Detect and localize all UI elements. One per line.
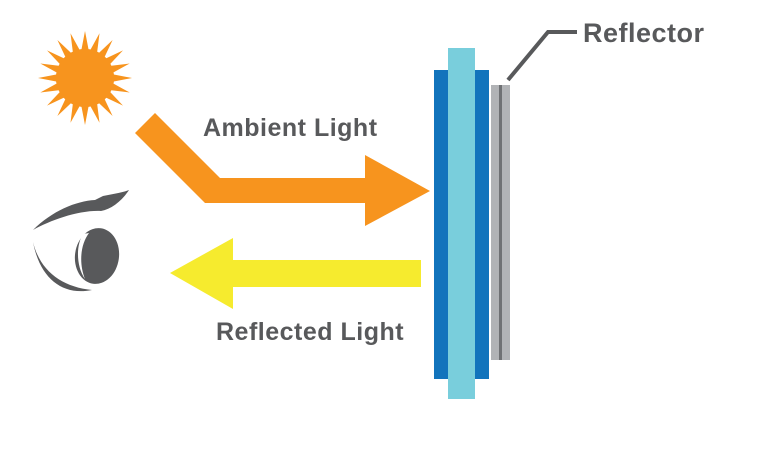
display-stack-cyan-layer	[448, 48, 475, 399]
sun-rays	[38, 31, 132, 125]
reflector-layer-seam	[499, 85, 502, 360]
eye-icon	[33, 190, 129, 292]
reflected-light-arrow	[170, 238, 421, 309]
eye-upper-lash	[33, 190, 129, 230]
eye-iris	[74, 228, 120, 284]
sun-icon	[38, 31, 132, 125]
ambient-light-label: Ambient Light	[203, 114, 378, 142]
reflector-label: Reflector	[583, 18, 705, 48]
reflector-leader-line	[506, 30, 577, 82]
eye-iris-highlight	[77, 233, 89, 279]
ambient-light-arrow	[135, 113, 430, 226]
reflected-light-label: Reflected Light	[216, 318, 405, 346]
